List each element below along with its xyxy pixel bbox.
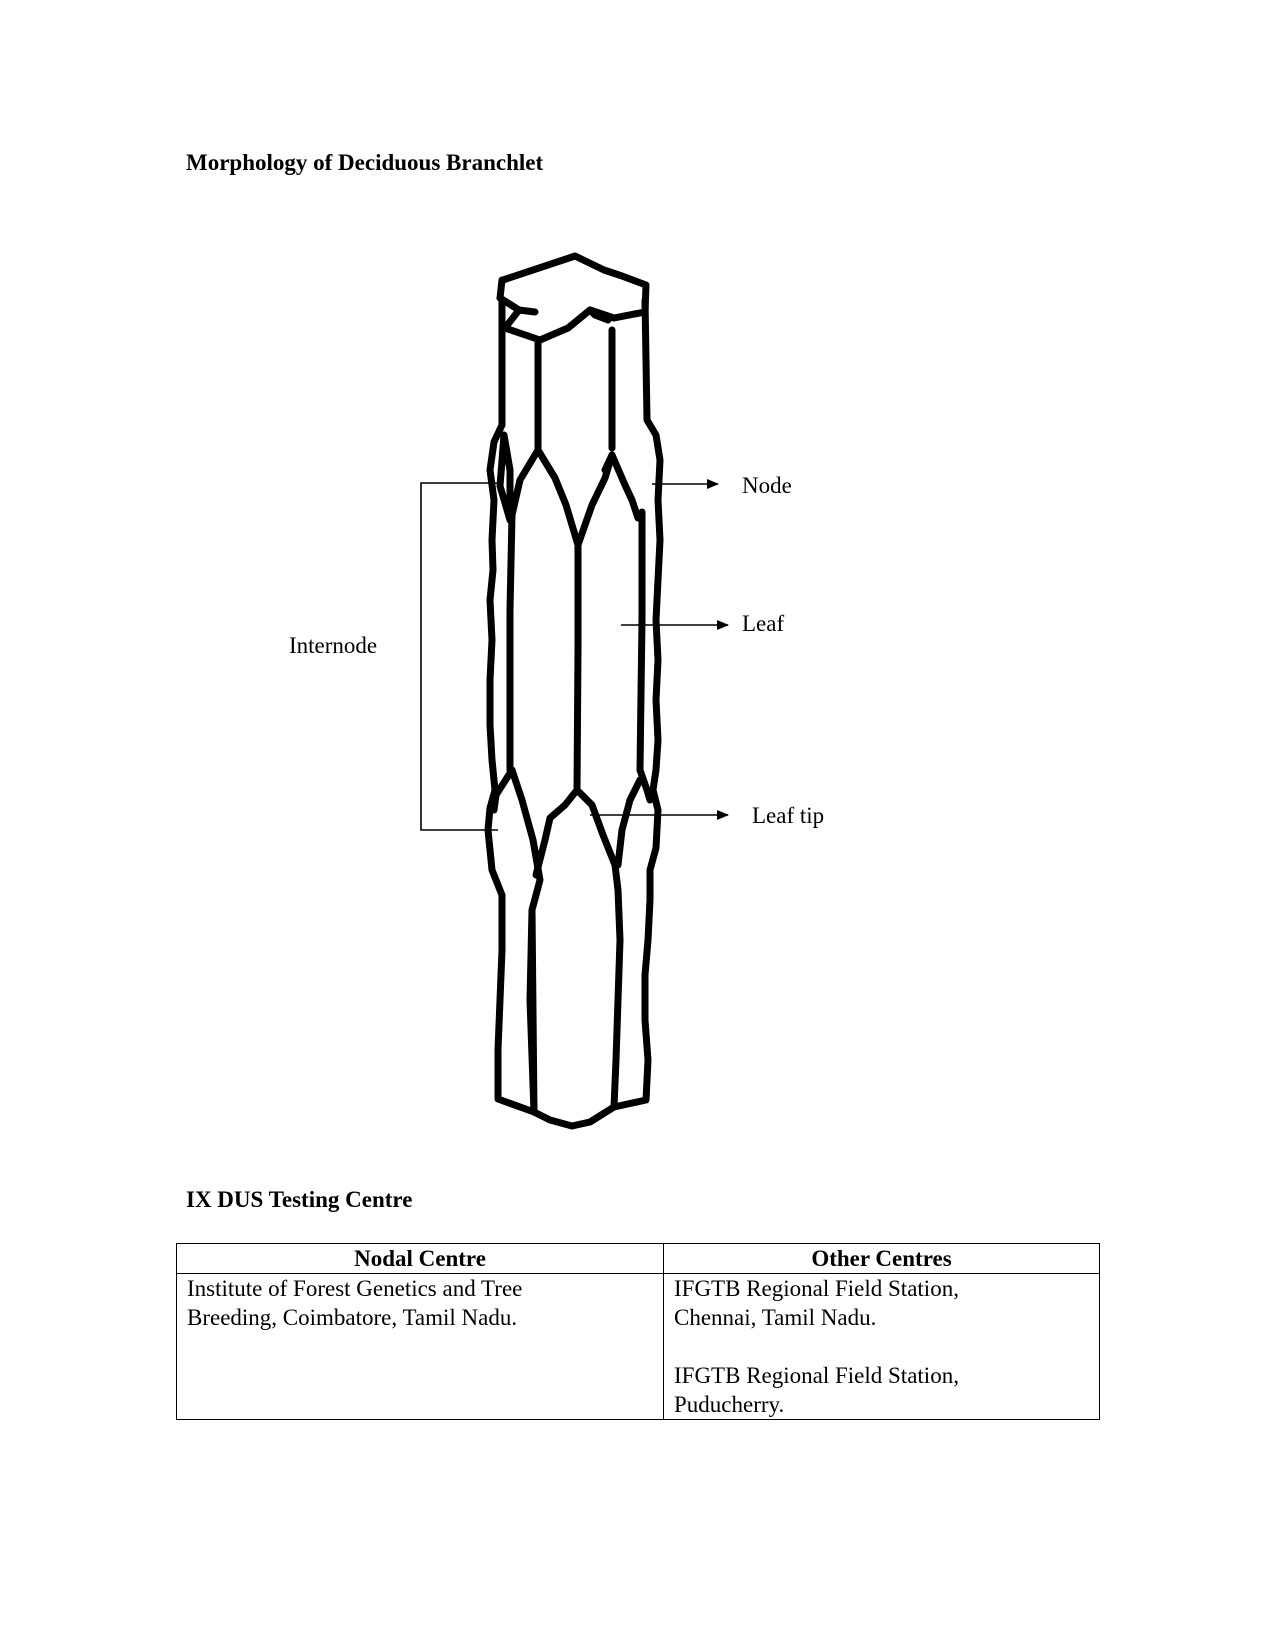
pointer-lines	[420, 479, 729, 831]
other-centre-1-line-2: Chennai, Tamil Nadu.	[674, 1305, 877, 1330]
table-header-row: Nodal Centre Other Centres	[176, 1243, 1100, 1274]
leaf-lower-left	[490, 766, 516, 814]
header-other-centres: Other Centres	[663, 1243, 1100, 1274]
testing-centre-title: IX DUS Testing Centre	[186, 1187, 413, 1212]
table-row: Institute of Forest Genetics and Tree Br…	[176, 1273, 1100, 1420]
label-internode: Internode	[289, 633, 378, 658]
internode-bracket	[420, 482, 498, 831]
label-leaf: Leaf	[742, 611, 785, 636]
other-centre-2-line-2: Puducherry.	[674, 1392, 785, 1417]
other-centres-cell: IFGTB Regional Field Station, Chennai, T…	[663, 1273, 1100, 1420]
branchlet-bottom	[530, 1103, 618, 1130]
label-node: Node	[742, 473, 792, 498]
leaf-central-mid	[573, 541, 582, 794]
nodal-centre-cell: Institute of Forest Genetics and Tree Br…	[176, 1273, 664, 1420]
stem-right-edge	[610, 296, 664, 1111]
header-nodal-centre: Nodal Centre	[176, 1243, 664, 1274]
leaf-central-right	[636, 508, 646, 774]
nodal-centre-line-2: Breeding, Coimbatore, Tamil Nadu.	[187, 1305, 518, 1330]
leaf-upper-left	[496, 431, 514, 524]
branchlet-diagram	[420, 252, 729, 1130]
stem-left-edge	[484, 296, 538, 1116]
other-centre-1-line-1: IFGTB Regional Field Station,	[674, 1276, 959, 1301]
nodal-centre-line-1: Institute of Forest Genetics and Tree	[187, 1276, 523, 1301]
label-leaf-tip: Leaf tip	[752, 803, 825, 828]
branchlet-top-cap	[496, 252, 650, 344]
leaf-central-left	[506, 511, 516, 774]
other-centre-2-line-1: IFGTB Regional Field Station,	[674, 1363, 959, 1388]
testing-centre-table: Nodal Centre Other Centres Institute of …	[176, 1243, 1100, 1420]
diagram-title: Morphology of Deciduous Branchlet	[186, 150, 544, 175]
branchlet-outline	[484, 252, 664, 1130]
